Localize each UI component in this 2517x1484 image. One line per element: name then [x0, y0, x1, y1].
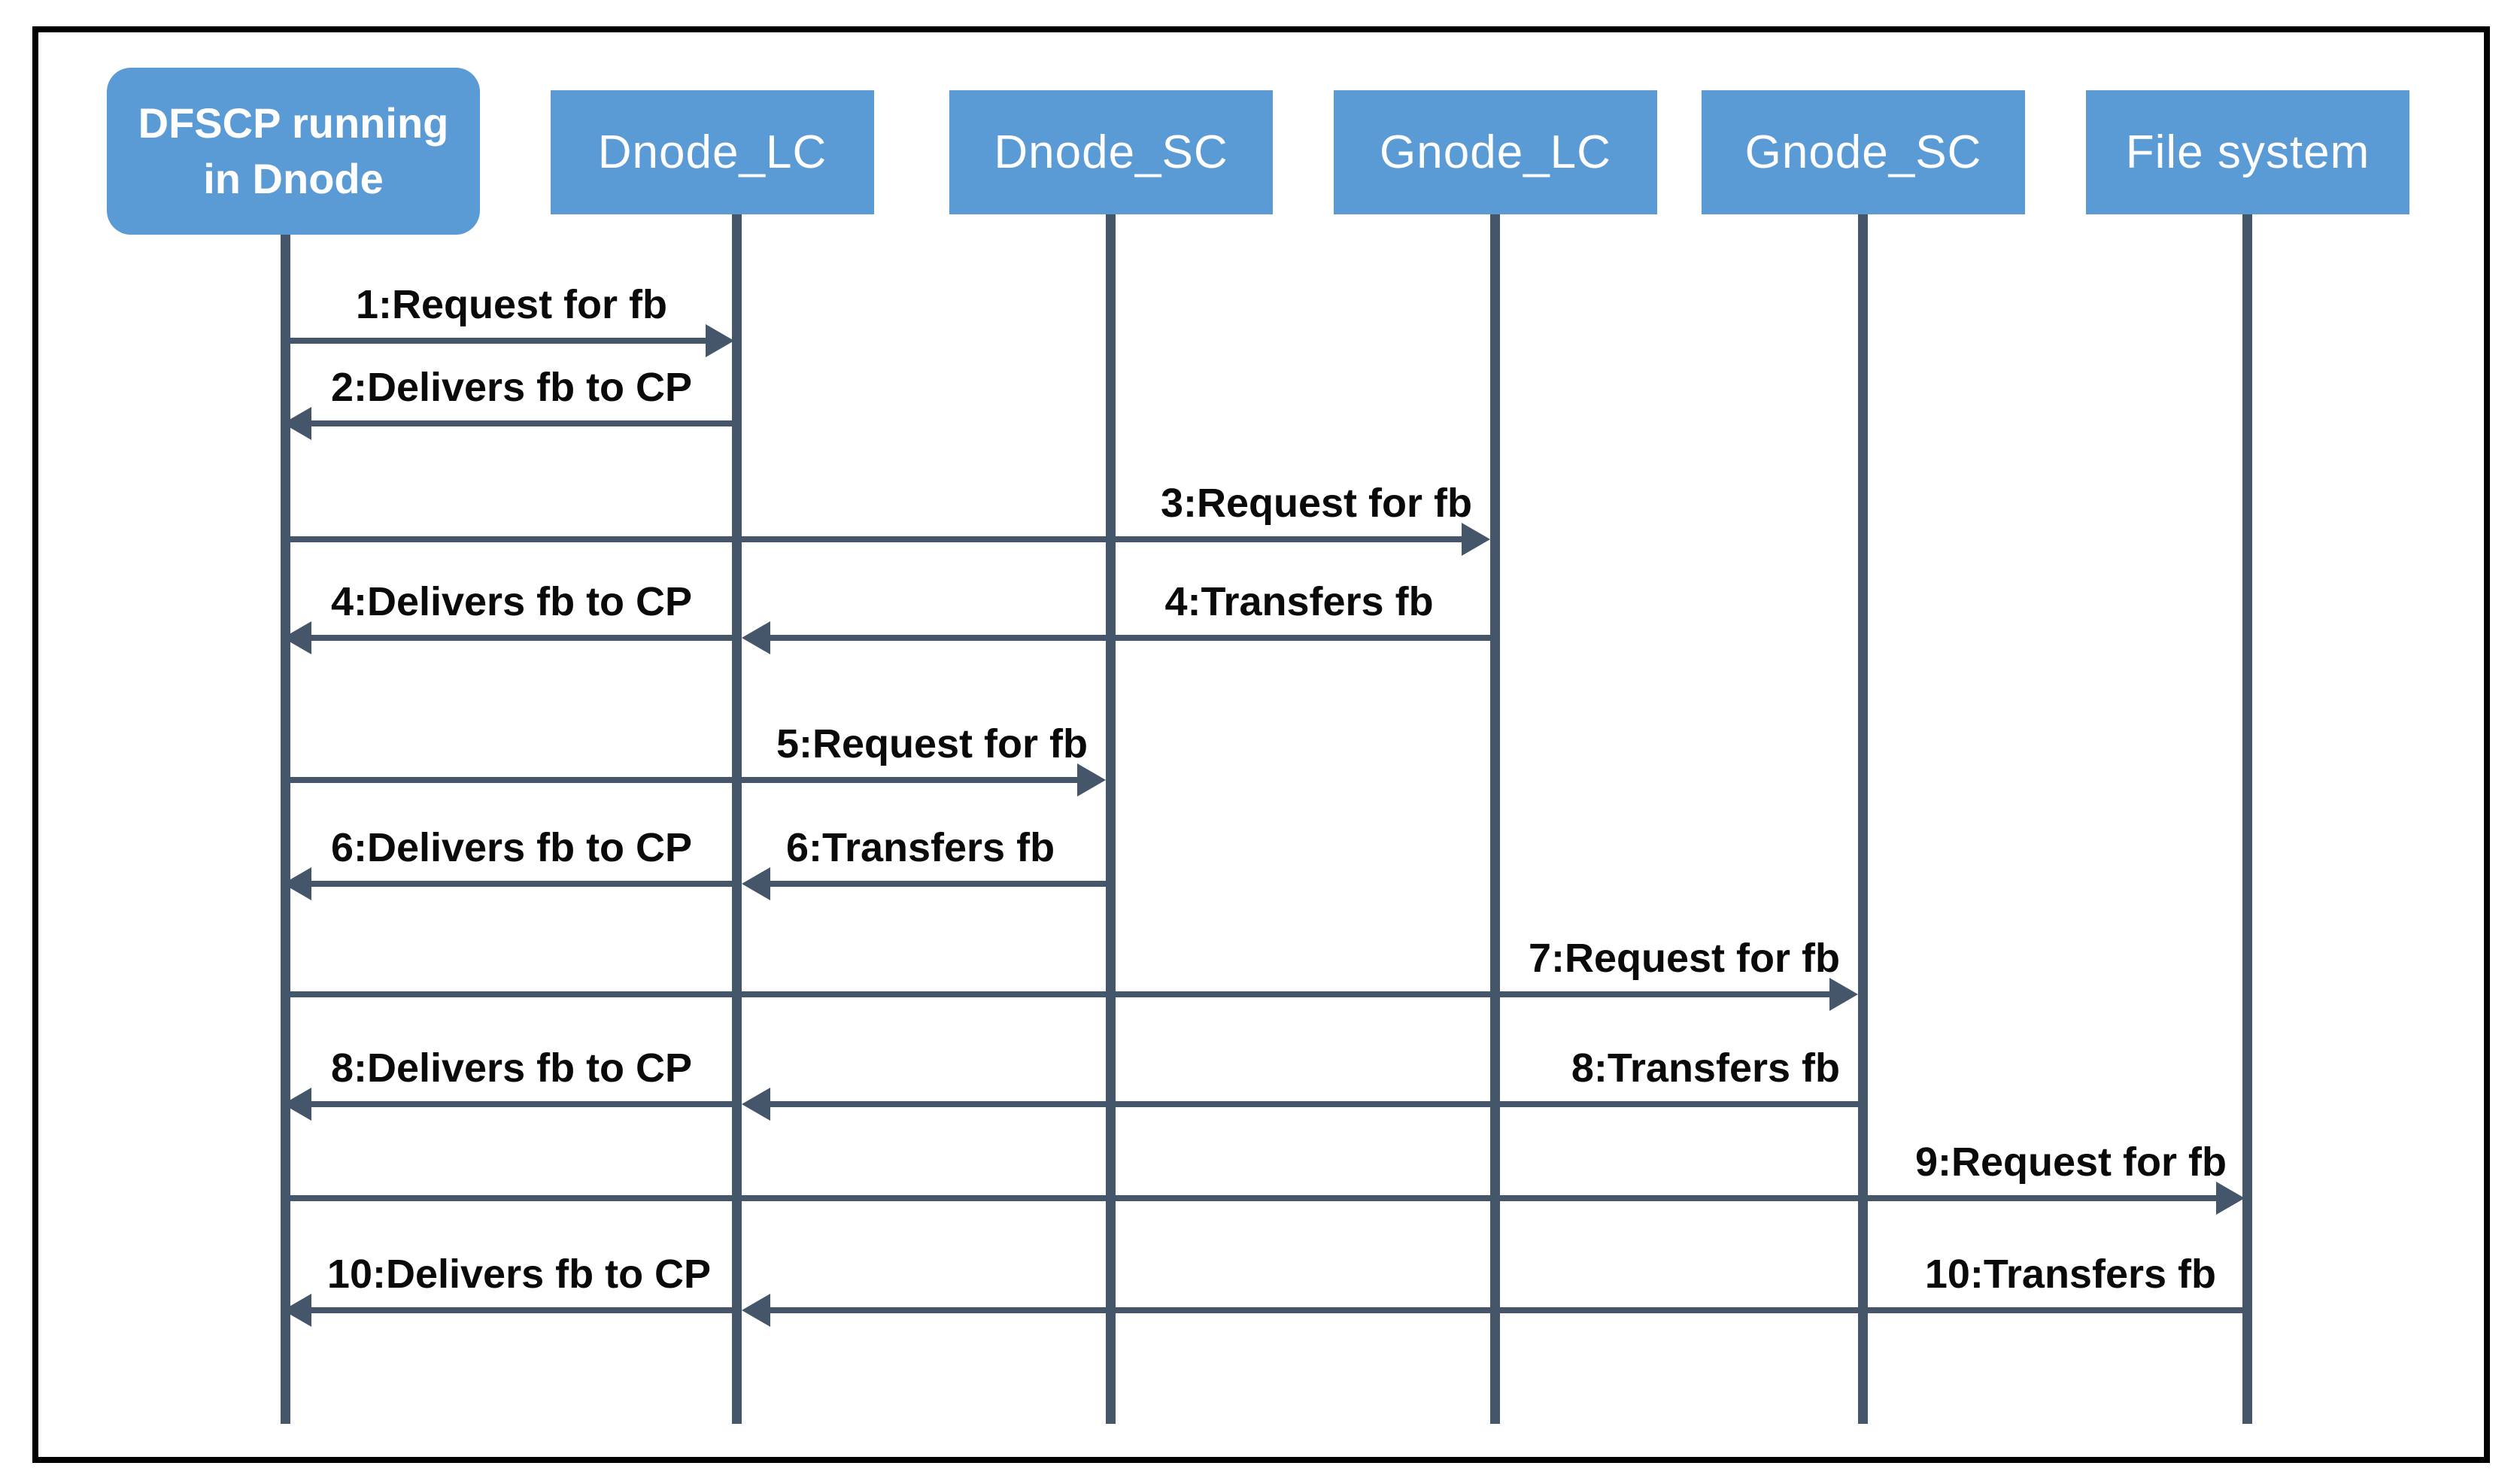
- message-arrow: [770, 635, 1490, 641]
- message-label: 8:Delivers fb to CP: [330, 1045, 693, 1091]
- message-label: 8:Transfers fb: [1571, 1045, 1840, 1091]
- arrowhead-right-icon: [2216, 1182, 2245, 1215]
- diagram-border: [32, 26, 2490, 1463]
- arrowhead-left-icon: [283, 407, 311, 440]
- message-arrow: [286, 777, 1077, 783]
- arrowhead-left-icon: [283, 867, 311, 900]
- actor-label: Gnode_LC: [1380, 126, 1611, 178]
- arrowhead-right-icon: [1077, 763, 1106, 797]
- arrowhead-left-icon: [742, 1088, 770, 1121]
- message-arrow: [286, 536, 1462, 542]
- message-label: 6:Transfers fb: [785, 825, 1055, 870]
- actor-label: Dnode_LC: [597, 126, 827, 178]
- lifeline-file-system: [2242, 214, 2252, 1424]
- message-arrow: [286, 991, 1829, 997]
- actor-box-dnode-sc: Dnode_SC: [949, 90, 1273, 214]
- message-label: 1:Request for fb: [355, 282, 668, 327]
- message-label: 5:Request for fb: [776, 721, 1088, 766]
- message-label: 2:Delivers fb to CP: [330, 365, 693, 410]
- message-label: 4:Delivers fb to CP: [330, 579, 693, 624]
- message-arrow: [311, 635, 732, 641]
- message-arrow: [311, 420, 732, 426]
- arrowhead-left-icon: [283, 1294, 311, 1327]
- actor-box-gnode-lc: Gnode_LC: [1334, 90, 1657, 214]
- lifeline-gnode-sc: [1858, 214, 1868, 1424]
- lifeline-gnode-lc: [1490, 214, 1500, 1424]
- message-arrow: [286, 338, 707, 344]
- actor-box-dnode-lc: Dnode_LC: [551, 90, 874, 214]
- message-arrow: [311, 881, 732, 887]
- message-arrow: [770, 881, 1106, 887]
- message-arrow: [311, 1307, 732, 1313]
- message-label: 10:Delivers fb to CP: [326, 1252, 712, 1297]
- message-arrow: [311, 1101, 732, 1107]
- actor-label: Dnode_SC: [994, 126, 1228, 178]
- message-label: 7:Request for fb: [1528, 936, 1840, 981]
- arrowhead-left-icon: [283, 621, 311, 654]
- actor-label-line2: in Dnode: [203, 155, 384, 202]
- message-label: 9:Request for fb: [1914, 1140, 2227, 1185]
- message-arrow: [770, 1307, 2242, 1313]
- actor-box-file-system: File system: [2086, 90, 2409, 214]
- lifeline-dnode-lc: [732, 214, 742, 1424]
- arrowhead-right-icon: [1829, 978, 1858, 1011]
- arrowhead-left-icon: [283, 1088, 311, 1121]
- actor-box-dfscp: DFSCP running in Dnode: [107, 68, 480, 235]
- lifeline-dfscp: [281, 235, 290, 1424]
- actor-label: Gnode_SC: [1744, 126, 1982, 178]
- message-label: 4:Transfers fb: [1164, 579, 1434, 624]
- arrowhead-right-icon: [706, 324, 734, 357]
- message-label: 10:Transfers fb: [1924, 1252, 2216, 1297]
- arrowhead-right-icon: [1462, 523, 1490, 556]
- actor-label-line1: DFSCP running: [138, 99, 449, 147]
- arrowhead-left-icon: [742, 621, 770, 654]
- message-label: 3:Request for fb: [1160, 481, 1472, 526]
- actor-label: File system: [2125, 126, 2370, 178]
- actor-box-gnode-sc: Gnode_SC: [1702, 90, 2025, 214]
- message-arrow: [770, 1101, 1858, 1107]
- message-arrow: [286, 1195, 2216, 1201]
- arrowhead-left-icon: [742, 867, 770, 900]
- message-label: 6:Delivers fb to CP: [330, 825, 693, 870]
- lifeline-dnode-sc: [1106, 214, 1116, 1424]
- arrowhead-left-icon: [742, 1294, 770, 1327]
